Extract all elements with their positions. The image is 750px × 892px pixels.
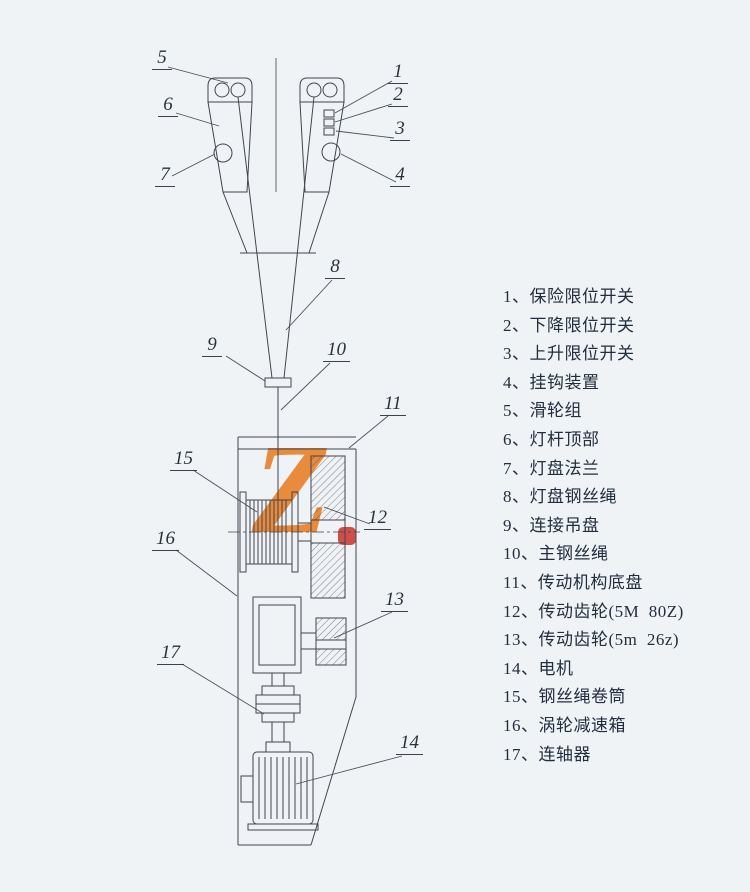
hook-device <box>321 142 341 162</box>
limit-switches <box>323 109 335 136</box>
part-label-10: 10 <box>323 340 350 362</box>
worm-reducer <box>252 596 302 674</box>
part-label-16: 16 <box>152 529 179 551</box>
legend-item-8: 8、灯盘钢丝绳 <box>503 487 617 507</box>
part-label-2: 2 <box>388 85 408 107</box>
part-label-4: 4 <box>390 165 410 187</box>
part-label-1: 1 <box>388 62 408 84</box>
hanging-plate <box>264 377 292 388</box>
part-label-17: 17 <box>157 643 184 665</box>
wire-ropes <box>237 96 315 500</box>
motor <box>240 741 319 831</box>
part-label-15: 15 <box>170 449 197 471</box>
legend-item-7: 7、灯盘法兰 <box>503 458 600 478</box>
pulley-assembly <box>207 58 345 254</box>
part-label-13: 13 <box>381 590 408 612</box>
part-label-6: 6 <box>158 95 178 117</box>
part-label-11: 11 <box>380 394 406 416</box>
flange-left <box>213 143 233 163</box>
legend-item-5: 5、滑轮组 <box>503 401 582 421</box>
part-label-5: 5 <box>152 48 172 70</box>
legend-item-1: 1、保险限位开关 <box>503 287 635 306</box>
gear-26z <box>301 617 347 666</box>
part-label-9: 9 <box>202 335 222 357</box>
part-label-3: 3 <box>390 119 410 141</box>
gear-80z <box>310 455 346 599</box>
leader-lines <box>167 66 403 785</box>
legend-item-11: 11、传动机构底盘 <box>503 572 643 592</box>
part-label-14: 14 <box>396 733 423 755</box>
legend-item-4: 4、挂钩装置 <box>503 372 600 392</box>
legend-item-16: 16、涡轮减速箱 <box>503 715 626 735</box>
part-label-12: 12 <box>364 508 391 530</box>
rope-drum <box>239 491 311 573</box>
legend-item-13: 13、传动齿轮(5m 26z) <box>503 630 680 650</box>
legend: 1、保险限位开关 2、下降限位开关 3、上升限位开关 4、挂钩装置 5、滑轮组 … <box>503 283 684 769</box>
legend-item-12: 12、传动齿轮(5M 80Z) <box>503 601 684 621</box>
legend-item-2: 2、下降限位开关 <box>503 315 635 335</box>
legend-item-9: 9、连接吊盘 <box>503 515 600 535</box>
coupling <box>255 673 301 742</box>
legend-item-6: 6、灯杆顶部 <box>503 429 600 449</box>
legend-item-15: 15、钢丝绳卷筒 <box>503 687 626 707</box>
transmission-housing <box>237 436 357 846</box>
legend-item-14: 14、电机 <box>503 658 574 678</box>
legend-item-10: 10、主钢丝绳 <box>503 544 609 564</box>
part-label-7: 7 <box>155 165 175 187</box>
legend-item-3: 3、上升限位开关 <box>503 344 635 364</box>
legend-item-17: 17、连轴器 <box>503 744 591 764</box>
part-label-8: 8 <box>325 257 345 279</box>
